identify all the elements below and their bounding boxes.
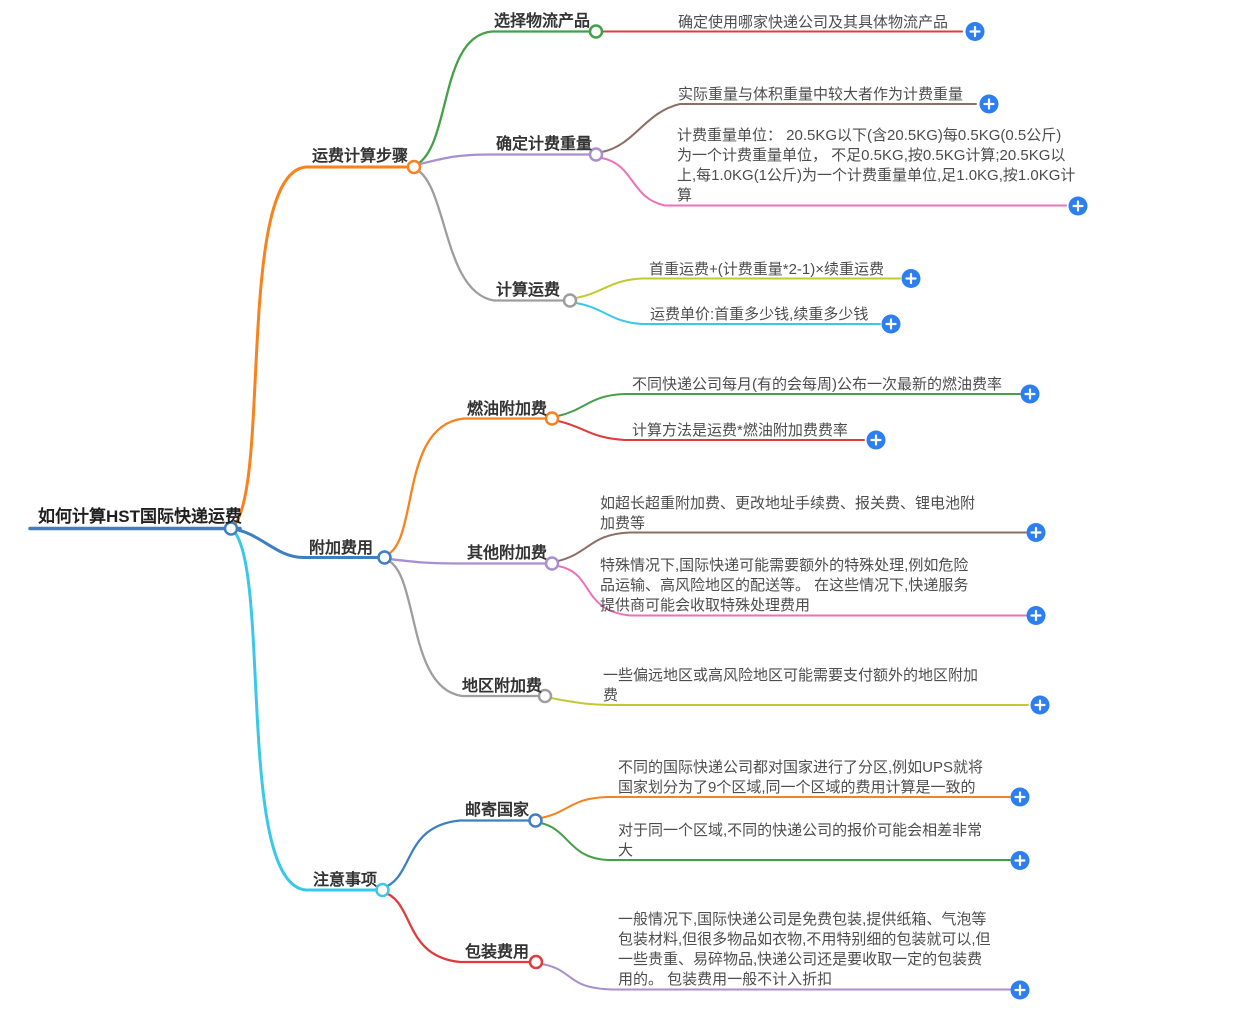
leafline-other-surcharge-2 <box>557 565 1027 617</box>
plus-glyph <box>1030 526 1042 539</box>
leafline-calc-freight-2 <box>575 302 881 325</box>
branch-shipping-calc-steps <box>229 165 416 530</box>
topic-shipping-calc-steps[interactable]: 运费计算步骤 <box>312 148 409 165</box>
node-circle-fuel-surcharge[interactable] <box>544 411 560 426</box>
subtopic-calculate-freight[interactable]: 计算运费 <box>496 282 561 299</box>
leafline-other-surcharge-1 <box>557 531 1027 562</box>
node-circle-notes[interactable] <box>375 882 390 898</box>
branch-calculate-freight <box>412 166 572 302</box>
node-circle-determine-billable-weight[interactable] <box>588 147 604 162</box>
node-circle-root[interactable] <box>223 521 239 536</box>
plus-glyph <box>905 272 917 285</box>
plus-glyph <box>1030 609 1042 622</box>
node-circle-packaging-fees[interactable] <box>528 954 544 970</box>
leaf-choose-product-1[interactable]: 确定使用哪家快递公司及其具体物流产品 <box>678 14 949 31</box>
leafline-calc-freight-1 <box>575 277 901 299</box>
leaf-fuel-2[interactable]: 计算方法是运费*燃油附加费费率 <box>632 422 848 439</box>
branch-surcharges <box>229 527 386 559</box>
leafline-country-2 <box>540 822 1011 861</box>
node-circle-destination-country[interactable] <box>528 813 543 828</box>
leafline-packaging-1 <box>541 963 1011 991</box>
leaf-other-surcharge-2[interactable]: 特殊情况下,国际快递可能需要额外的特殊处理,例如危险 品运输、高风险地区的配送等… <box>600 557 969 614</box>
leaf-fuel-1[interactable]: 不同快递公司每月(有的会每周)公布一次最新的燃油费率 <box>632 376 1002 393</box>
plus-glyph <box>870 434 882 446</box>
leaf-country-2[interactable]: 对于同一个区域,不同的快递公司的报价可能会相差非常 大 <box>618 822 983 859</box>
expand-button[interactable] <box>866 430 886 450</box>
leafline-fuel-1 <box>557 393 1021 417</box>
expand-button[interactable] <box>1010 851 1030 870</box>
node-circle-choose-logistics-product[interactable] <box>588 24 604 39</box>
node-circle-other-surcharges[interactable] <box>544 556 560 571</box>
branch-notes <box>229 527 384 892</box>
branch-regional-surcharge <box>383 557 547 698</box>
subtopic-fuel-surcharge[interactable]: 燃油附加费 <box>467 401 548 418</box>
plus-glyph <box>1034 699 1046 711</box>
expand-button[interactable] <box>1026 606 1046 625</box>
plus-glyph <box>1014 854 1026 867</box>
branch-choose-logistics-product <box>412 30 598 168</box>
branch-fuel-surcharge <box>383 417 554 558</box>
expand-button[interactable] <box>1068 196 1088 216</box>
leafline-country-1 <box>540 796 1011 819</box>
topic-surcharges[interactable]: 附加费用 <box>309 540 374 557</box>
leafline-billable-weight-2 <box>601 157 1067 207</box>
leafline-regional-1 <box>550 697 1029 706</box>
plus-glyph <box>969 25 981 38</box>
expand-button[interactable] <box>1020 384 1040 404</box>
subtopic-other-surcharges[interactable]: 其他附加费 <box>467 545 548 562</box>
leafline-billable-weight-1 <box>601 103 977 153</box>
leaf-calc-freight-2[interactable]: 运费单价:首重多少钱,续重多少钱 <box>650 306 869 323</box>
plus-glyph <box>1014 791 1026 803</box>
branch-destination-country <box>381 819 537 890</box>
subtopic-regional-surcharge[interactable]: 地区附加费 <box>462 678 543 695</box>
node-circle-surcharges[interactable] <box>377 550 392 565</box>
topic-notes[interactable]: 注意事项 <box>313 872 378 889</box>
root-topic-label[interactable]: 如何计算HST国际快递运费 <box>38 507 242 526</box>
plus-glyph <box>1014 984 1026 996</box>
subtopic-destination-country[interactable]: 邮寄国家 <box>465 802 530 819</box>
node-circle-calculate-freight[interactable] <box>562 293 578 308</box>
expand-button[interactable] <box>881 314 901 334</box>
node-circle-regional-surcharge[interactable] <box>537 688 553 704</box>
plus-glyph <box>983 98 995 110</box>
expand-button[interactable] <box>1010 980 1030 1000</box>
plus-glyph <box>1072 200 1084 212</box>
expand-button[interactable] <box>1026 523 1046 542</box>
plus-glyph <box>885 318 897 330</box>
subtopic-determine-billable-weight[interactable]: 确定计费重量 <box>496 136 593 153</box>
leaf-packaging-1[interactable]: 一般情况下,国际快递公司是免费包装,提供纸箱、气泡等 包装材料,但很多物品如衣物… <box>618 911 991 988</box>
leaf-billable-weight-2[interactable]: 计费重量单位： 20.5KG以下(含20.5KG)每0.5KG(0.5公斤) 为… <box>677 127 1076 204</box>
expand-button[interactable] <box>1030 695 1050 715</box>
leaf-calc-freight-1[interactable]: 首重运费+(计费重量*2-1)×续重运费 <box>649 261 885 278</box>
subtopic-choose-logistics-product[interactable]: 选择物流产品 <box>494 13 591 30</box>
node-circle-shipping-calc-steps[interactable] <box>406 159 422 175</box>
expand-button[interactable] <box>979 94 999 114</box>
branch-packaging-fees <box>381 890 538 964</box>
leafline-fuel-2 <box>557 420 865 441</box>
branch-determine-billable-weight <box>412 153 598 167</box>
leaf-billable-weight-1[interactable]: 实际重量与体积重量中较大者作为计费重量 <box>678 86 964 103</box>
plus-glyph <box>1024 388 1036 400</box>
subtopic-packaging-fees[interactable]: 包装费用 <box>465 944 530 961</box>
leaf-regional-1[interactable]: 一些偏远地区或高风险地区可能需要支付额外的地区附加 费 <box>603 667 979 704</box>
expand-button[interactable] <box>901 269 921 288</box>
expand-button[interactable] <box>965 22 985 41</box>
leaf-other-surcharge-1[interactable]: 如超长超重附加费、更改地址手续费、报关费、锂电池附 加费等 <box>600 495 976 532</box>
leaf-country-1[interactable]: 不同的国际快递公司都对国家进行了分区,例如UPS就将 国家划分为了9个区域,同一… <box>618 759 984 796</box>
branch-other-surcharges <box>383 557 554 565</box>
expand-button[interactable] <box>1010 787 1030 807</box>
